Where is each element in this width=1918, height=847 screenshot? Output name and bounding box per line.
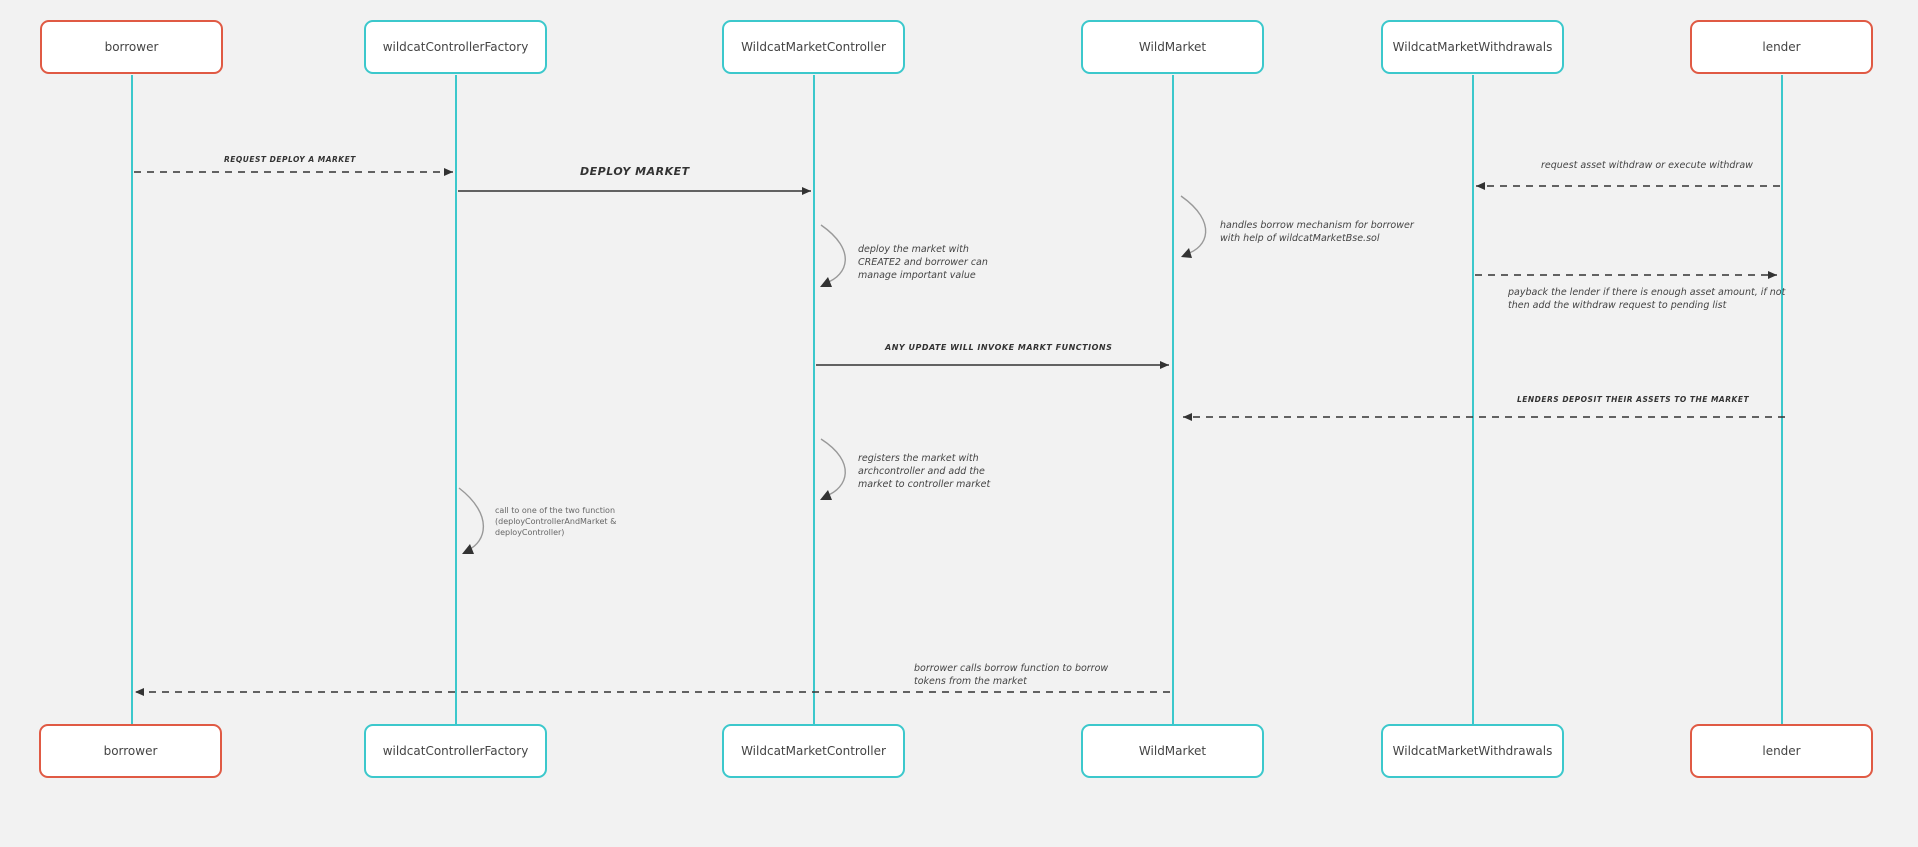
note-payback-lender: payback the lender if there is enough as… [1508, 286, 1785, 312]
note-line: CREATE2 and borrower can [858, 257, 988, 268]
note-line: tokens from the market [914, 676, 1027, 687]
participant-withdrawals-bottom: WildcatMarketWithdrawals [1381, 724, 1564, 778]
note-line: call to one of the two function [495, 506, 616, 515]
note-deploy-create2: deploy the market with CREATE2 and borro… [858, 243, 988, 282]
note-line: borrower calls borrow function to borrow [914, 663, 1109, 674]
note-line: with help of wildcatMarketBse.sol [1220, 233, 1380, 244]
participant-borrower-bottom: borrower [39, 724, 222, 778]
label-request-withdraw: request asset withdraw or execute withdr… [1541, 160, 1753, 171]
note-handles-borrow: handles borrow mechanism for borrower wi… [1220, 219, 1414, 245]
note-borrower-calls: borrower calls borrow function to borrow… [914, 662, 1108, 688]
note-line: (deployControllerAndMarket & [495, 517, 617, 526]
note-line: market to controller market [858, 479, 991, 490]
participant-factory-bottom: wildcatControllerFactory [364, 724, 547, 778]
note-call-function: call to one of the two function (deployC… [495, 505, 616, 538]
participant-factory-top: wildcatControllerFactory [364, 20, 547, 74]
participant-market-top: WildMarket [1081, 20, 1264, 74]
self-loop-factory [458, 487, 485, 554]
note-line: then add the withdraw request to pending… [1508, 300, 1727, 311]
label-request-deploy: request deploy a market [224, 155, 356, 164]
self-loop-controller-deploy [820, 224, 846, 287]
participant-lender-bottom: lender [1690, 724, 1873, 778]
label-lenders-deposit: LENDERS DEPOSIT THEIR ASSETS TO THE MARK… [1517, 395, 1750, 404]
self-loop-market [1180, 195, 1207, 258]
participant-controller-top: WildcatMarketController [722, 20, 905, 74]
note-line: deploy the market with [858, 244, 969, 255]
participant-market-bottom: WildMarket [1081, 724, 1264, 778]
participant-withdrawals-top: WildcatMarketWithdrawals [1381, 20, 1564, 74]
participant-controller-bottom: WildcatMarketController [722, 724, 905, 778]
self-loop-controller-register [820, 438, 846, 500]
note-line: manage important value [858, 270, 976, 281]
participant-lender-top: lender [1690, 20, 1873, 74]
note-line: registers the market with [858, 453, 979, 464]
participant-borrower-top: borrower [40, 20, 223, 74]
label-any-update: ANY UPDATE WILL INVOKE MARKT FUNCTIONS [885, 343, 1113, 352]
note-line: payback the lender if there is enough as… [1508, 287, 1786, 298]
note-line: deployController) [495, 528, 565, 537]
note-registers-market: registers the market with archcontroller… [858, 452, 990, 491]
note-line: archcontroller and add the [858, 466, 985, 477]
note-line: handles borrow mechanism for borrower [1220, 220, 1414, 231]
label-deploy-market: DEPLOY MARKET [580, 165, 690, 178]
